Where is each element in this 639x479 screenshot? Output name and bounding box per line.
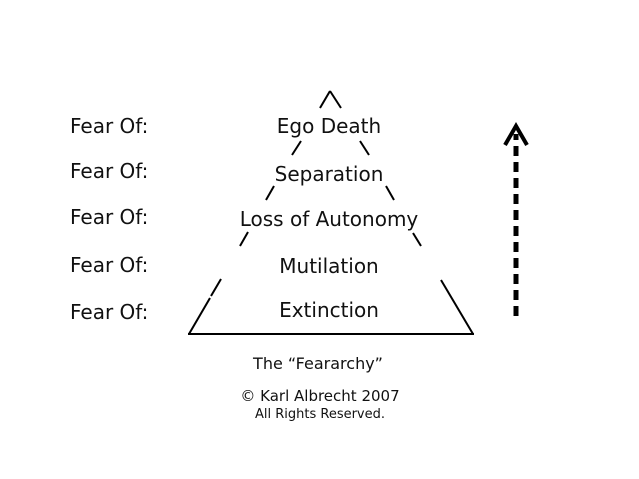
fear-of-label-1: Fear Of: (70, 114, 149, 138)
rights-text: All Rights Reserved. (254, 407, 386, 422)
level-loss-of-autonomy: Loss of Autonomy (239, 207, 419, 231)
dashed-up-arrow-icon (503, 122, 529, 316)
fear-of-label-3: Fear Of: (70, 205, 149, 229)
diagram-title: The “Feararchy” (253, 354, 383, 373)
level-extinction: Extinction (279, 298, 379, 322)
level-ego-death: Ego Death (276, 114, 382, 138)
level-mutilation: Mutilation (279, 254, 379, 278)
copyright-text: © Karl Albrecht 2007 (240, 387, 400, 405)
fear-of-label-2: Fear Of: (70, 159, 149, 183)
level-separation: Separation (274, 162, 384, 186)
fear-of-label-5: Fear Of: (70, 300, 149, 324)
fear-of-label-4: Fear Of: (70, 253, 149, 277)
